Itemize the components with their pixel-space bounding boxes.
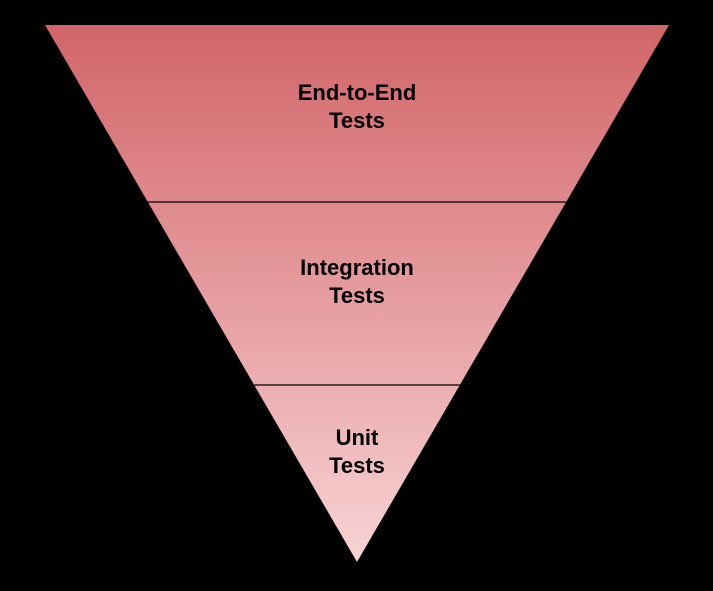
tier-unit-label-line1: Unit bbox=[336, 425, 379, 450]
tier-e2e-label-line1: End-to-End bbox=[298, 80, 417, 105]
tier-integration-label-line1: Integration bbox=[300, 255, 414, 280]
tier-unit-label-line2: Tests bbox=[329, 453, 385, 478]
tier-e2e-label-line2: Tests bbox=[329, 108, 385, 133]
pyramid-shape bbox=[45, 25, 669, 562]
tier-integration-label-line2: Tests bbox=[329, 283, 385, 308]
